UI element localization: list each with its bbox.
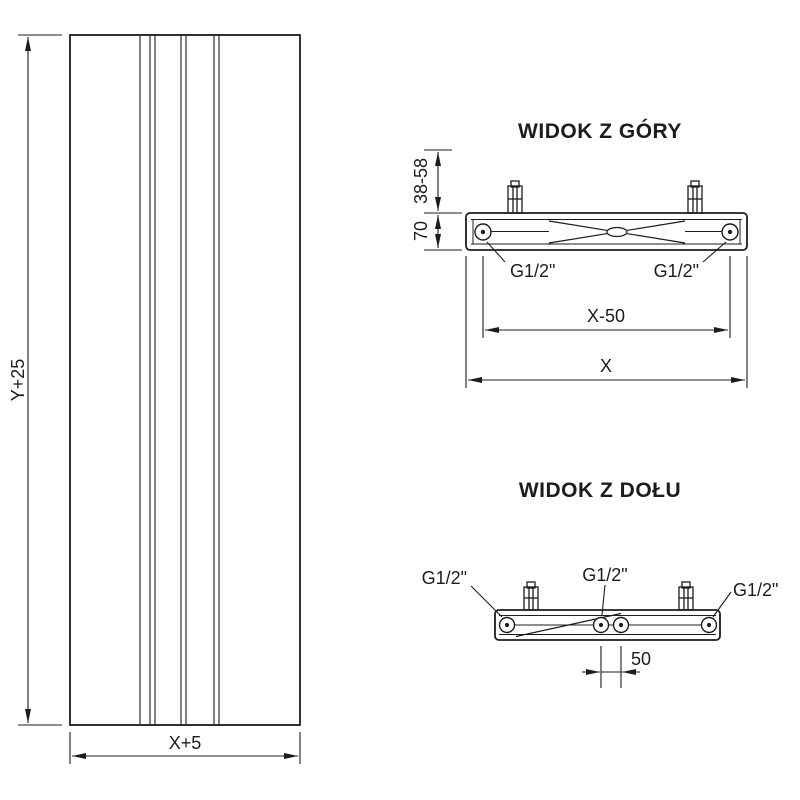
height-dimension [18, 34, 62, 726]
port-center-dot [727, 229, 733, 235]
bottom-conn-right-label: G1/2" [733, 580, 778, 600]
total-width-dim-label: X [600, 356, 612, 376]
port-center-dot [618, 622, 624, 628]
conn-right-label: G1/2" [654, 261, 699, 281]
panel-grooves [139, 35, 220, 725]
conn-spacing-dimension [482, 256, 731, 338]
radiator-bottom-outline [494, 609, 721, 641]
radiator-top-outline [465, 212, 748, 251]
radiator-front-outline [69, 34, 301, 726]
mounting-bracket [507, 180, 523, 214]
leader-line [470, 585, 503, 618]
height-dim-label: Y+25 [8, 359, 28, 402]
bracket-cap [526, 581, 536, 589]
vent-oval [606, 226, 628, 238]
conn-left-label: G1/2" [510, 261, 555, 281]
width-dim-label: X+5 [169, 733, 202, 753]
wall-distance-dim-label: 38-58 [411, 158, 431, 204]
leader-line [486, 241, 506, 263]
mounting-bracket [678, 581, 694, 611]
leader-line [702, 241, 727, 263]
bottom-view [470, 581, 732, 688]
center-spacing-dim-label: 50 [631, 649, 651, 669]
bottom-conn-left-label: G1/2" [422, 568, 467, 588]
bottom-view-title: WIDOK Z DOŁU [519, 479, 681, 502]
center-spacing-dimension [582, 646, 640, 688]
port-center-dot [706, 622, 712, 628]
depth-dim-label: 70 [411, 221, 431, 241]
leader-line [712, 591, 732, 618]
mounting-bracket [523, 581, 539, 611]
top-view [424, 149, 748, 388]
top-view-title: WIDOK Z GÓRY [518, 119, 682, 143]
bracket-cap [510, 180, 520, 188]
port-center-dot [504, 622, 510, 628]
leader-line [601, 584, 606, 616]
bottom-conn-center-label: G1/2" [582, 565, 627, 585]
depth-dimensions [424, 149, 462, 251]
width-dimension [69, 732, 301, 764]
front-view [18, 34, 301, 764]
port-center-dot [480, 229, 486, 235]
conn-spacing-dim-label: X-50 [587, 306, 625, 326]
bracket-cap [690, 180, 700, 188]
port-center-dot [598, 622, 604, 628]
total-width-dimension [465, 256, 748, 388]
bracket-cap [681, 581, 691, 589]
mounting-bracket [687, 180, 703, 214]
